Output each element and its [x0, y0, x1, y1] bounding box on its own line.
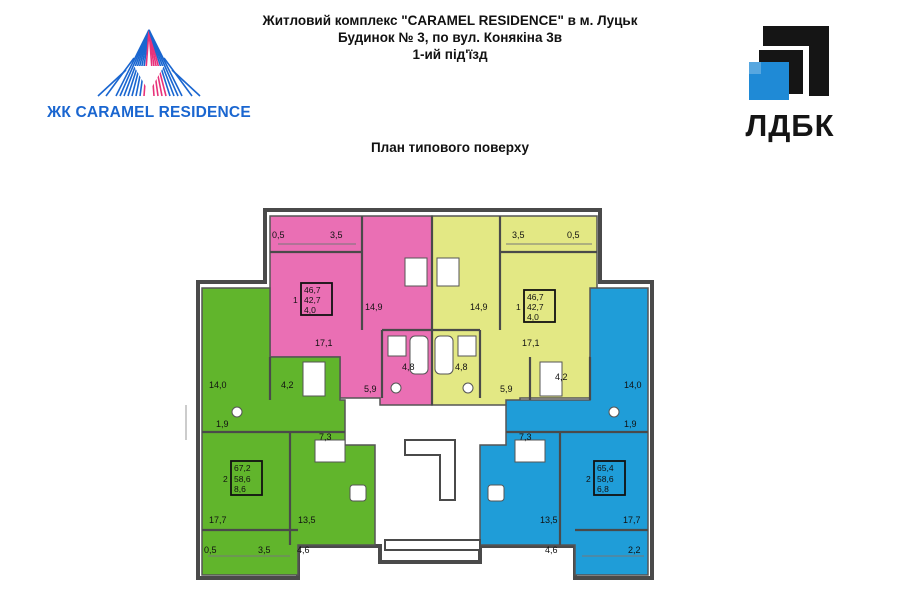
- room-area-labels: 0,5 3,5 14,9 17,1 5,9 4,8 3,5 0,5 14,9 1…: [204, 230, 642, 555]
- room-area: 4,2: [555, 372, 568, 382]
- room-area: 0,5: [272, 230, 285, 240]
- living-area: 42,7: [304, 295, 321, 305]
- room-area: 2,2: [628, 545, 641, 555]
- room-area: 17,1: [522, 338, 540, 348]
- room-area: 5,9: [364, 384, 377, 394]
- extra-area: 4,0: [527, 312, 539, 322]
- room-area: 1,9: [624, 419, 637, 429]
- total-area: 67,2: [234, 463, 251, 473]
- apartment-summary-green: 2 67,2 58,6 8,6: [223, 460, 263, 496]
- total-area: 46,7: [304, 285, 321, 295]
- room-area: 13,5: [298, 515, 316, 525]
- extra-area: 6,8: [597, 484, 609, 494]
- room-area: 14,0: [209, 380, 227, 390]
- room-area: 7,3: [319, 432, 332, 442]
- room-area: 1,9: [216, 419, 229, 429]
- room-count: 2: [223, 474, 228, 484]
- room-count: 1: [293, 295, 298, 305]
- room-area: 4,8: [402, 362, 415, 372]
- total-area: 46,7: [527, 292, 544, 302]
- room-area: 0,5: [204, 545, 217, 555]
- room-area: 4,2: [281, 380, 294, 390]
- room-area: 5,9: [500, 384, 513, 394]
- inner-walls: [202, 216, 648, 545]
- room-count: 2: [586, 474, 591, 484]
- apartment-summary-pink: 1 46,7 42,7 4,0: [293, 282, 333, 316]
- ldbk-logo-text: ЛДБК: [745, 108, 835, 143]
- apartment-summary-yellow: 1 46,7 42,7 4,0: [516, 289, 556, 323]
- room-area: 14,9: [365, 302, 383, 312]
- apartment-summary-blue: 2 65,4 58,6 6,8: [586, 460, 626, 496]
- plan-header: Житловий комплекс "CARAMEL RESIDENCE" в …: [0, 12, 900, 63]
- room-area: 3,5: [258, 545, 271, 555]
- extra-area: 4,0: [304, 305, 316, 315]
- stair-core: [384, 439, 481, 551]
- room-area: 17,7: [623, 515, 641, 525]
- room-area: 14,0: [624, 380, 642, 390]
- room-area: 4,6: [545, 545, 558, 555]
- plan-subtitle: План типового поверху: [370, 140, 530, 155]
- room-area: 17,1: [315, 338, 333, 348]
- room-area: 3,5: [330, 230, 343, 240]
- ldbk-squares-icon: [749, 26, 829, 100]
- room-area: 7,3: [519, 432, 532, 442]
- living-area: 42,7: [527, 302, 544, 312]
- room-area: 17,7: [209, 515, 227, 525]
- balconies: [208, 243, 644, 557]
- room-count: 1: [516, 302, 521, 312]
- caramel-pyramid-icon: [97, 29, 201, 97]
- header-building-address: Будинок № 3, по вул. Конякіна 3в: [337, 30, 563, 45]
- extra-area: 8,6: [234, 484, 246, 494]
- room-area: 3,5: [512, 230, 525, 240]
- total-area: 65,4: [597, 463, 614, 473]
- plan-fixtures: [231, 257, 620, 502]
- room-area: 13,5: [540, 515, 558, 525]
- caramel-logo: ЖК CARAMEL RESIDENCE: [34, 18, 264, 128]
- room-area: 4,8: [455, 362, 468, 372]
- caramel-logo-text: ЖК CARAMEL RESIDENCE: [47, 104, 251, 121]
- room-area: 0,5: [567, 230, 580, 240]
- header-entrance: 1-ий під'їзд: [412, 47, 488, 62]
- header-complex-name: Житловий комплекс "CARAMEL RESIDENCE" в …: [262, 13, 638, 28]
- living-area: 58,6: [597, 474, 614, 484]
- room-area: 4,6: [297, 545, 310, 555]
- room-area: 14,9: [470, 302, 488, 312]
- ldbk-logo: ЛДБК: [735, 22, 845, 143]
- living-area: 58,6: [234, 474, 251, 484]
